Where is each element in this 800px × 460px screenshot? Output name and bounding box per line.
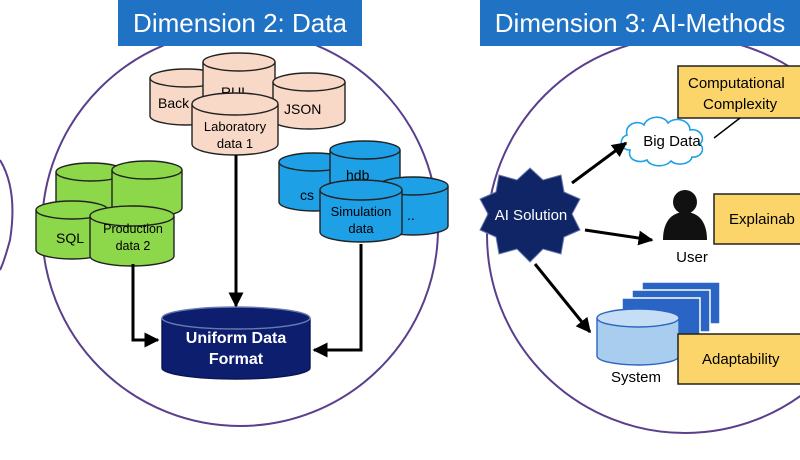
hdb-db-label: hdb <box>346 167 370 183</box>
laboratory-db: Laboratory data 1 <box>191 92 279 156</box>
ai-solution-star: AI Solution <box>479 167 581 263</box>
adaptability-label: Adaptability <box>702 351 780 368</box>
big-data-cloud: Big Data <box>620 116 704 167</box>
computational-complexity-box: Computational Complexity <box>677 65 800 119</box>
arrow-prod-to-uniform <box>131 264 160 348</box>
csv-db-label: cs <box>300 187 314 203</box>
arrow-ai-to-big-data <box>571 141 628 185</box>
arrow-sim-to-uniform <box>312 244 363 358</box>
arrow-ai-to-user <box>584 228 654 246</box>
laboratory-db-label-2: data 1 <box>217 136 253 151</box>
dimension-2-header: Dimension 2: Data <box>118 0 362 46</box>
dimension-1-circle-edge <box>0 159 14 271</box>
user-icon: User <box>663 190 708 266</box>
computational-label-1: Computational <box>688 75 785 92</box>
big-data-label: Big Data <box>643 133 701 150</box>
explainability-box: Explainab <box>713 193 800 245</box>
dimension-3-header: Dimension 3: AI-Methods <box>480 0 800 46</box>
computational-label-2: Complexity <box>703 96 778 113</box>
sql-db-label: SQL <box>56 230 84 246</box>
dots-db-label: .. <box>407 207 415 223</box>
simulation-db-label-2: data <box>348 221 374 236</box>
uniform-data-db: Uniform Data Format <box>161 306 311 380</box>
back-db-label: Back <box>158 95 190 111</box>
diagram-canvas: Back RUL JSON Laboratory data 1 <box>0 46 800 434</box>
json-db-label: JSON <box>284 101 321 117</box>
laboratory-db-label-1: Laboratory <box>204 119 267 134</box>
arrow-ai-to-system <box>533 263 592 334</box>
production-db-label-2: data 2 <box>116 239 151 253</box>
uniform-data-label-2: Format <box>209 351 264 368</box>
uniform-data-label-1: Uniform Data <box>186 330 287 347</box>
production-db-label-1: Production <box>103 222 163 236</box>
simulation-db: Simulation data <box>319 179 403 243</box>
simulation-db-label-1: Simulation <box>331 204 392 219</box>
system-label: System <box>611 369 661 386</box>
json-db: JSON <box>272 72 346 130</box>
user-label: User <box>676 249 708 266</box>
explainability-label: Explainab <box>729 211 795 228</box>
line-bigdata-to-computational <box>713 117 741 139</box>
adaptability-box: Adaptability <box>677 333 800 385</box>
ai-solution-label: AI Solution <box>495 207 568 224</box>
system-stack-icon: System <box>596 281 721 386</box>
production-db: Production data 2 <box>89 205 175 267</box>
green-db-back-right <box>111 160 183 218</box>
diagram-stage: Dimension 2: Data Dimension 3: AI-Method… <box>0 0 800 434</box>
